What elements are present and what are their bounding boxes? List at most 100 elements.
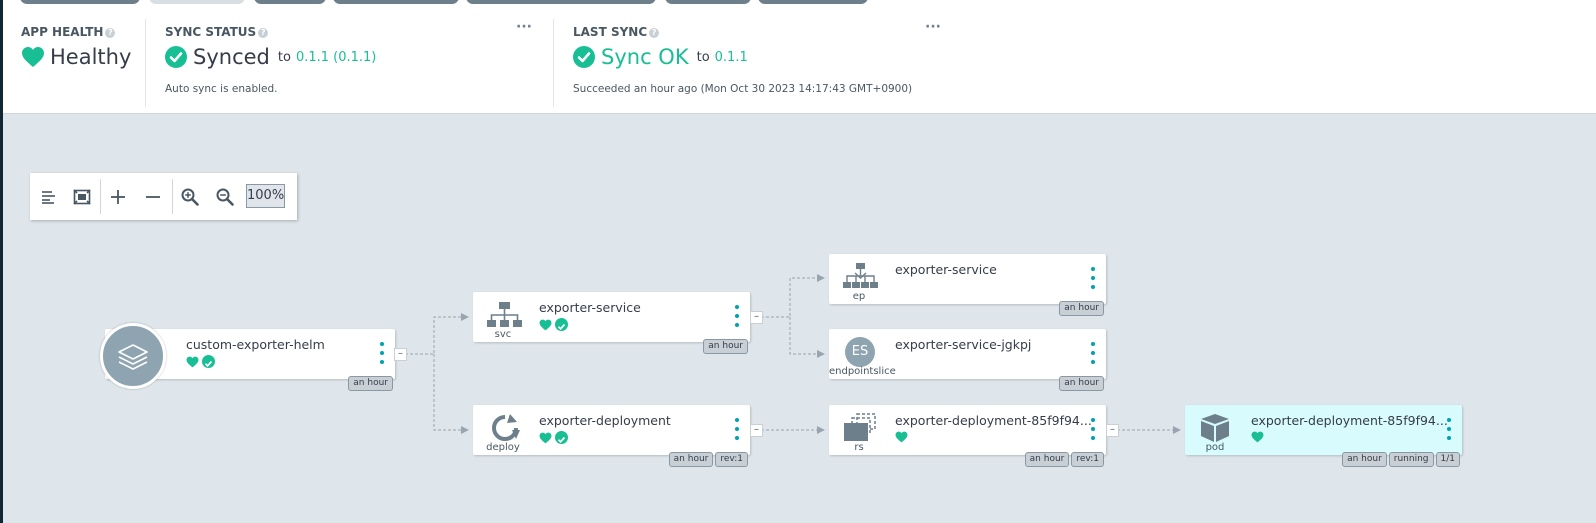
- node-kind: endpointslice: [829, 366, 896, 377]
- action-button[interactable]: [149, 0, 245, 4]
- node-name: exporter-service: [895, 262, 997, 277]
- collapse-toggle[interactable]: –: [394, 348, 407, 361]
- sync-status-title: SYNC STATUS?: [165, 25, 269, 39]
- node-name: custom-exporter-helm: [186, 337, 325, 352]
- last-sync-panel: LAST SYNC? ··· Sync OK to 0.1.1 Succeede…: [554, 13, 954, 107]
- node-icon: [1185, 405, 1245, 455]
- node-icon: ES: [829, 329, 889, 379]
- edge: [789, 317, 825, 358]
- help-icon[interactable]: ?: [258, 28, 269, 38]
- node-menu-icon[interactable]: [732, 418, 742, 440]
- resource-node-svc[interactable]: svc exporter-service an hour: [473, 292, 750, 354]
- synced-check-icon: [555, 431, 568, 444]
- action-button[interactable]: [665, 0, 751, 4]
- node-name: exporter-deployment-85f9f94...: [895, 413, 1092, 428]
- node-menu-icon[interactable]: [1088, 267, 1098, 289]
- resource-node-endpointslice[interactable]: ES endpointslice exporter-service-jgkpj …: [829, 329, 1106, 391]
- fit-to-screen-icon[interactable]: [69, 184, 95, 210]
- action-button[interactable]: [333, 0, 459, 4]
- resource-node-pod[interactable]: pod exporter-deployment-85f9f94... an ho…: [1185, 405, 1462, 467]
- action-button[interactable]: [20, 0, 140, 4]
- toolbar-separator: [100, 179, 101, 214]
- zoom-level: 100%: [246, 184, 285, 208]
- node-tags: an hour running 1/1: [1342, 452, 1460, 467]
- action-button[interactable]: [466, 0, 656, 4]
- deployment-icon: [492, 414, 520, 441]
- node-tags: an hour rev:1: [668, 452, 748, 467]
- last-sync-note: Succeeded an hour ago (Mon Oct 30 2023 1…: [573, 83, 913, 95]
- last-sync-value: Sync OK: [601, 45, 689, 69]
- node-name: exporter-service: [539, 300, 641, 315]
- left-nav-edge: [0, 0, 3, 523]
- tag: rev:1: [1071, 452, 1104, 467]
- node-menu-icon[interactable]: [732, 305, 742, 327]
- node-menu-icon[interactable]: [377, 342, 387, 364]
- collapse-toggle[interactable]: –: [1106, 424, 1119, 437]
- toolbar-separator: [172, 179, 173, 214]
- node-tags: an hour: [1059, 376, 1104, 391]
- tag: rev:1: [715, 452, 748, 467]
- help-icon[interactable]: ?: [649, 28, 660, 38]
- collapse-toggle[interactable]: –: [750, 311, 763, 324]
- auto-sync-note: Auto sync is enabled.: [165, 83, 278, 95]
- divider: [553, 19, 554, 107]
- action-button[interactable]: [758, 0, 868, 4]
- help-icon[interactable]: ?: [105, 28, 116, 38]
- synced-check-icon: [202, 355, 215, 368]
- resource-node-ep[interactable]: ep exporter-service an hour: [829, 254, 1106, 316]
- zoom-in-icon[interactable]: [177, 184, 203, 210]
- collapse-all-icon[interactable]: [140, 184, 166, 210]
- app-health-title: APP HEALTH?: [21, 25, 116, 39]
- sync-status-panel: SYNC STATUS? ··· Synced to 0.1.1 (0.1.1)…: [146, 13, 554, 107]
- node-icon: [473, 405, 533, 455]
- app-health-value-row: Healthy: [21, 45, 131, 69]
- node-kind: svc: [494, 329, 512, 340]
- heart-icon: [22, 47, 44, 67]
- node-menu-icon[interactable]: [1088, 418, 1098, 440]
- node-status: [1251, 431, 1264, 443]
- graph-toolbar: 100%: [30, 173, 297, 220]
- tag: an hour: [703, 339, 748, 354]
- zoom-out-icon[interactable]: [212, 184, 238, 210]
- tag: an hour: [1024, 452, 1070, 467]
- node-menu-icon[interactable]: [1444, 418, 1454, 440]
- tree-layout-icon[interactable]: [36, 184, 62, 210]
- pod-cube-icon: [1201, 414, 1229, 442]
- sync-status-menu-icon[interactable]: ···: [516, 19, 532, 35]
- resource-node-rs[interactable]: rs exporter-deployment-85f9f94... an hou…: [829, 405, 1106, 467]
- node-kind: rs: [854, 442, 864, 453]
- tag: an hour: [1059, 301, 1104, 316]
- collapse-toggle[interactable]: –: [750, 424, 763, 437]
- service-icon: [487, 302, 522, 327]
- endpointslice-icon: ES: [845, 337, 875, 367]
- node-tags: an hour: [1059, 301, 1104, 316]
- check-circle-icon: [573, 46, 595, 68]
- resource-node-deploy[interactable]: deploy exporter-deployment an hour rev:1: [473, 405, 750, 467]
- sync-status-revision-link[interactable]: 0.1.1 (0.1.1): [295, 49, 377, 65]
- node-status: [895, 431, 908, 443]
- tag: an hour: [1059, 376, 1104, 391]
- heart-icon: [186, 356, 199, 367]
- expand-all-icon[interactable]: [105, 184, 131, 210]
- node-kind: deploy: [486, 442, 520, 453]
- status-panel: APP HEALTH? Healthy SYNC STATUS? ··· Syn…: [3, 13, 1596, 114]
- tag: 1/1: [1435, 452, 1460, 467]
- node-icon: [473, 292, 533, 342]
- last-sync-title: LAST SYNC?: [573, 25, 660, 39]
- node-name: exporter-deployment: [539, 413, 671, 428]
- node-icon: [829, 405, 889, 455]
- tag: an hour: [348, 376, 393, 391]
- edge: [761, 274, 825, 318]
- last-sync-revision-link[interactable]: 0.1.1: [714, 49, 748, 65]
- last-sync-menu-icon[interactable]: ···: [925, 19, 941, 35]
- edge: [405, 313, 469, 355]
- app-health-panel: APP HEALTH? Healthy: [3, 13, 145, 107]
- node-status: [186, 355, 215, 368]
- check-circle-icon: [165, 46, 187, 68]
- action-button[interactable]: [254, 0, 326, 4]
- node-status: [539, 318, 568, 331]
- node-menu-icon[interactable]: [1088, 342, 1098, 364]
- last-sync-value-row: Sync OK to 0.1.1: [573, 45, 748, 69]
- node-tags: an hour: [348, 376, 393, 391]
- tag: an hour: [1342, 452, 1387, 467]
